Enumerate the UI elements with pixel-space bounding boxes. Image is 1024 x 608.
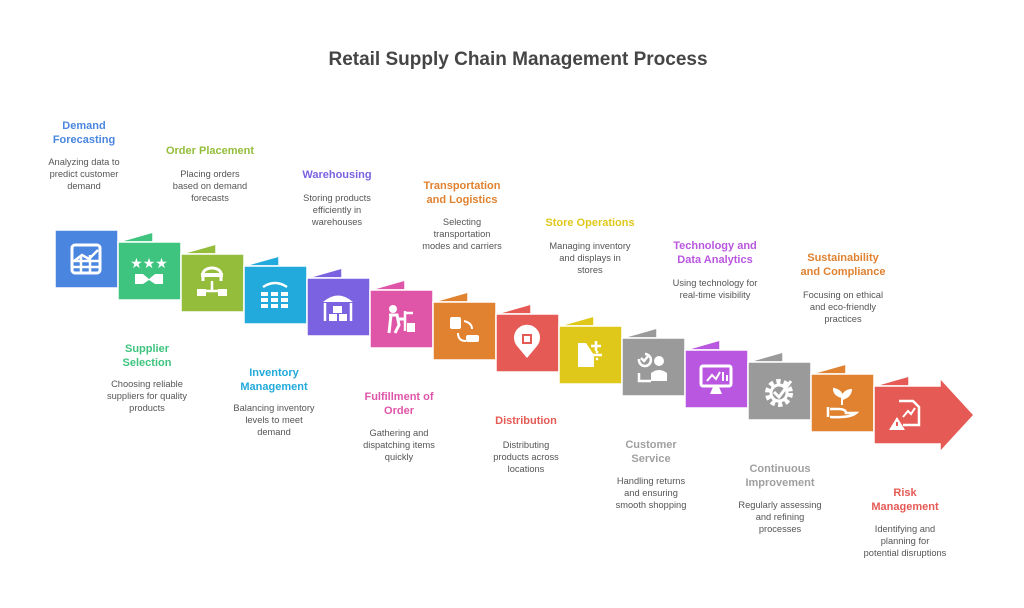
step-description: Choosing reliable suppliers for quality … [106, 379, 188, 413]
step-segment [432, 291, 497, 361]
step-segment [684, 339, 749, 409]
step-segment [495, 303, 560, 373]
step-description: Focusing on ethical and eco-friendly pra… [802, 290, 884, 324]
step-segment [306, 267, 371, 337]
step-title: Sustainability and Compliance [800, 252, 886, 278]
diagram-title: Retail Supply Chain Management Process [328, 49, 708, 70]
plant-hand-icon [826, 387, 860, 419]
step-description: Regularly assessing and refining process… [738, 500, 822, 534]
step-segment [621, 327, 686, 397]
worker-cart-icon [387, 305, 415, 334]
step-segment [243, 255, 308, 325]
step-segment [810, 363, 875, 433]
step-segment [558, 315, 623, 385]
warehouse-icon [323, 295, 353, 321]
step-description: Using technology for real-time visibilit… [672, 278, 758, 300]
risk-warning-icon [889, 399, 921, 430]
step-description: Selecting transportation modes and carri… [422, 217, 502, 251]
step-segment [180, 243, 245, 313]
step-title: Transportation and Logistics [423, 180, 501, 206]
step-title: Warehousing [302, 169, 372, 181]
step-title: Demand Forecasting [52, 120, 116, 146]
step-segment: ★★★ [117, 231, 182, 301]
step-description: Balancing inventory levels to meet deman… [233, 403, 315, 437]
monitor-analytics-icon [699, 364, 733, 394]
step-description: Distributing products across locations [493, 440, 559, 474]
inventory-shelves-icon [261, 281, 288, 308]
step-segment [369, 279, 434, 349]
step-title: Supplier Selection [122, 343, 172, 369]
step-title: Continuous Improvement [745, 463, 815, 489]
step-title: Technology and Data Analytics [673, 240, 757, 266]
step-description: Managing inventory and displays in store… [549, 241, 631, 275]
step-description: Gathering and dispatching items quickly [363, 428, 435, 462]
step-description: Analyzing data to predict customer deman… [48, 157, 120, 191]
location-pin-icon [514, 324, 540, 358]
store-calc-icon [578, 341, 602, 367]
bus-car-icon [450, 317, 479, 342]
step-description: Handling returns and ensuring smooth sho… [615, 476, 687, 510]
chart-grid-icon [70, 243, 102, 275]
step-segment [873, 375, 976, 454]
stars-handshake-icon: ★★★ [130, 255, 168, 284]
step-description: Storing products efficiently in warehous… [303, 193, 371, 227]
svg-text:★★★: ★★★ [130, 255, 168, 271]
step-description: Placing orders based on demand forecasts [172, 169, 248, 203]
order-flow-icon [197, 266, 227, 296]
step-title: Order Placement [165, 145, 255, 157]
step-title: Risk Management [871, 487, 939, 513]
step-title: Customer Service [625, 439, 677, 465]
step-title: Inventory Management [240, 367, 308, 393]
step-segment [54, 229, 119, 289]
step-title: Distribution [495, 415, 557, 427]
step-title: Store Operations [545, 217, 635, 229]
step-description: Identifying and planning for potential d… [863, 524, 947, 558]
step-title: Fulfillment of Order [364, 391, 434, 417]
step-segment [747, 351, 812, 421]
customer-agent-icon [637, 352, 667, 383]
gear-check-icon [765, 379, 793, 407]
